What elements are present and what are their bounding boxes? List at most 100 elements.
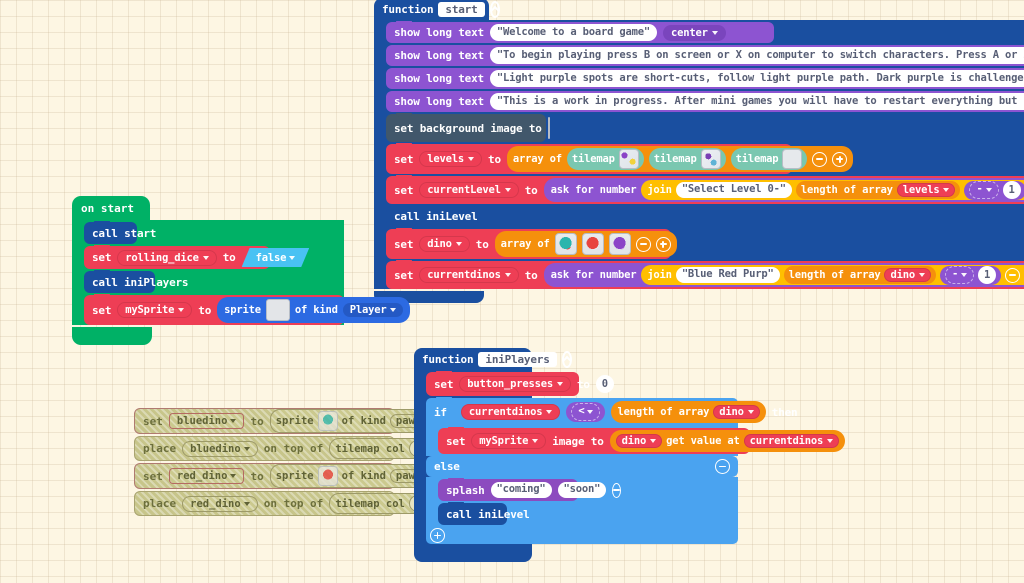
disabled-set-bluedino-row[interactable]: set bluedino to sprite of kind pawn_1: [134, 408, 455, 434]
long-text-value[interactable]: "To begin playing press B on screen or X…: [489, 46, 1024, 65]
collapse-splash-icon[interactable]: [612, 482, 622, 498]
variable-dino-dropdown[interactable]: dino: [615, 434, 663, 448]
tilemap-item[interactable]: tilemap: [648, 148, 726, 170]
set-mysprite-row[interactable]: set mySprite to sprite of kind Player: [84, 294, 411, 325]
set-background-image-row[interactable]: set background image to: [386, 113, 550, 142]
join-block[interactable]: join "Blue Red Purp" length of array din…: [641, 265, 1024, 285]
variable-reddino-dropdown[interactable]: red_dino: [168, 468, 245, 484]
on-start-hat[interactable]: on start: [72, 196, 150, 220]
disabled-set-reddino-row[interactable]: set red_dino to sprite of kind pawn_1: [134, 463, 455, 489]
operand-value[interactable]: 1: [978, 266, 997, 284]
on-start-block[interactable]: on start call start set rolling_dice to …: [72, 196, 411, 345]
join-text-value[interactable]: "Blue Red Purp": [675, 267, 780, 283]
call-iniplayers-row[interactable]: call iniPlayers: [84, 270, 189, 293]
blue-dino-sprite-icon[interactable]: [317, 411, 338, 431]
add-array-item-icon[interactable]: [832, 151, 848, 167]
set-dino-row[interactable]: set dino to array of: [386, 228, 677, 259]
disabled-place-reddino-row[interactable]: place red_dino on top of tilemap col 2 r…: [134, 491, 476, 516]
set-levels-row[interactable]: set levels to array of tilemap tilemap t…: [386, 143, 854, 174]
operand-value[interactable]: 1: [1002, 181, 1021, 199]
set-mysprite-image-row[interactable]: set mySprite image to dino get value at …: [438, 427, 846, 454]
variable-levels-dropdown[interactable]: levels: [896, 183, 956, 197]
tilemap-thumbnail[interactable]: [700, 149, 721, 169]
function-name-start[interactable]: start: [438, 1, 485, 17]
show-long-text-row[interactable]: show long text "Welcome to a board game"…: [386, 21, 774, 43]
function-iniplayers-block[interactable]: function iniPlayers set button_presses t…: [414, 348, 846, 562]
text-location-dropdown[interactable]: center: [662, 24, 726, 41]
comparison-operator-block[interactable]: <: [566, 402, 606, 422]
add-array-item-icon[interactable]: [655, 236, 671, 252]
math-operator-block[interactable]: - 1: [964, 180, 1024, 200]
variable-dino-dropdown[interactable]: dino: [713, 405, 760, 419]
array-of-block[interactable]: array of tilemap tilemap tilemap: [506, 146, 854, 172]
remove-join-item-icon[interactable]: [1005, 267, 1021, 283]
variable-bluedino-dropdown[interactable]: bluedino: [168, 413, 245, 429]
array-of-block[interactable]: array of: [494, 231, 677, 257]
operator-dropdown[interactable]: -: [944, 266, 975, 284]
if-else-block[interactable]: if currentdinos < length of array dino t…: [426, 397, 846, 544]
variable-mysprite-dropdown[interactable]: mySprite: [117, 302, 193, 318]
purple-dino-sprite-icon[interactable]: [608, 233, 631, 255]
button-presses-value[interactable]: 0: [595, 375, 614, 393]
collapse-icon[interactable]: [561, 350, 572, 368]
else-row[interactable]: else: [426, 456, 738, 477]
tilemap-item[interactable]: tilemap: [730, 148, 808, 170]
join-block[interactable]: join "Select Level 0-" length of array l…: [641, 180, 1024, 200]
red-dino-sprite-icon[interactable]: [581, 233, 604, 255]
join-text-value[interactable]: "Select Level 0-": [675, 182, 792, 198]
variable-currentdinos-dropdown[interactable]: currentdinos: [460, 404, 561, 420]
call-inilevel-row[interactable]: call iniLevel: [438, 502, 530, 525]
if-else-footer[interactable]: [426, 527, 738, 544]
sprite-of-kind-block[interactable]: sprite of kind Player: [217, 297, 411, 323]
math-operator-block[interactable]: - 1: [939, 265, 1002, 285]
variable-currentlevel-dropdown[interactable]: currentLevel: [419, 182, 519, 198]
tilemap-item[interactable]: tilemap: [566, 148, 644, 170]
blue-dino-sprite-icon[interactable]: [554, 233, 577, 255]
function-start-header[interactable]: function start: [374, 0, 500, 20]
kind-player-dropdown[interactable]: Player: [342, 303, 404, 317]
boolean-false-dropdown[interactable]: false: [242, 248, 310, 267]
variable-rolling-dice-dropdown[interactable]: rolling_dice: [117, 249, 217, 266]
set-button-presses-row[interactable]: set button_presses to 0: [426, 371, 614, 396]
tilemap-thumbnail[interactable]: [782, 149, 803, 169]
ask-for-number-block[interactable]: ask for number join "Blue Red Purp" leng…: [543, 263, 1024, 287]
set-currentlevel-row[interactable]: set currentLevel to ask for number join …: [386, 175, 1024, 204]
background-image-thumbnail[interactable]: [547, 117, 550, 139]
variable-bluedino-dropdown[interactable]: bluedino: [182, 440, 258, 457]
length-of-array-block[interactable]: length of array levels: [795, 181, 961, 199]
splash-arg1-value[interactable]: "coming": [490, 482, 552, 498]
length-of-array-block[interactable]: length of array dino: [611, 401, 766, 423]
variable-levels-dropdown[interactable]: levels: [419, 151, 483, 167]
long-text-value[interactable]: "Light purple spots are short-cuts, foll…: [489, 69, 1024, 88]
sprite-image-thumbnail[interactable]: [265, 299, 290, 321]
show-long-text-row[interactable]: show long text "Light purple spots are s…: [386, 68, 1024, 89]
call-start-row[interactable]: call start: [84, 221, 156, 244]
variable-currentdinos-dropdown[interactable]: currentdinos: [743, 434, 840, 448]
show-long-text-row[interactable]: show long text "This is a work in progre…: [386, 91, 1024, 112]
remove-array-item-icon[interactable]: [635, 236, 651, 252]
variable-mysprite-dropdown[interactable]: mySprite: [471, 433, 547, 449]
function-name-iniplayers[interactable]: iniPlayers: [478, 351, 557, 367]
comparison-operator-dropdown[interactable]: <: [571, 403, 601, 421]
variable-currentdinos-dropdown[interactable]: currentdinos: [419, 267, 519, 283]
splash-row[interactable]: splash "coming" "soon": [438, 478, 622, 501]
variable-dino-dropdown[interactable]: dino: [884, 268, 931, 282]
operator-dropdown[interactable]: -: [969, 181, 999, 199]
function-iniplayers-header[interactable]: function iniPlayers: [414, 348, 572, 370]
get-value-at-block[interactable]: dino get value at currentdinos: [609, 430, 846, 452]
disabled-block-stack[interactable]: set bluedino to sprite of kind pawn_1 pl…: [134, 408, 476, 516]
splash-arg2-value[interactable]: "soon": [557, 482, 607, 498]
variable-button-presses-dropdown[interactable]: button_presses: [459, 376, 571, 392]
if-condition-row[interactable]: if currentdinos < length of array dino t…: [426, 397, 798, 426]
remove-else-icon[interactable]: [715, 459, 730, 474]
show-long-text-row[interactable]: show long text "To begin playing press B…: [386, 45, 1024, 66]
variable-reddino-dropdown[interactable]: red_dino: [182, 495, 258, 512]
long-text-value[interactable]: "This is a work in progress. After mini …: [489, 92, 1024, 111]
length-of-array-block[interactable]: length of array dino: [783, 266, 936, 284]
tilemap-thumbnail[interactable]: [618, 149, 639, 169]
variable-dino-dropdown[interactable]: dino: [419, 236, 470, 252]
collapse-icon[interactable]: [489, 0, 500, 18]
disabled-place-bluedino-row[interactable]: place bluedino on top of tilemap col 2 r…: [134, 436, 476, 461]
add-else-icon[interactable]: [430, 528, 445, 543]
